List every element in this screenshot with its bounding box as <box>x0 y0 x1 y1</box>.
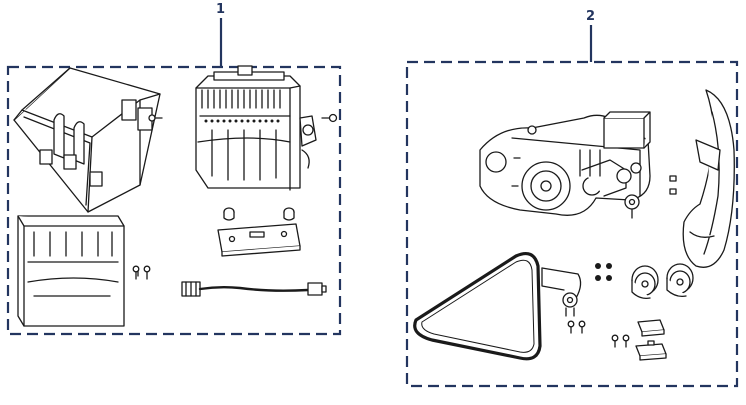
spindle-hub-1 <box>631 265 659 300</box>
callout-number-1: 1 <box>216 2 226 17</box>
callout-number-2: 2 <box>586 9 596 24</box>
shaft-knob <box>624 194 640 219</box>
cutter-housing-part <box>195 65 317 191</box>
standoff-1 <box>223 207 235 221</box>
latch-screws <box>611 334 630 348</box>
front-cover-part <box>17 215 125 327</box>
standoff-2 <box>283 207 295 221</box>
latch-lower-part <box>635 340 667 361</box>
latch-upper-part <box>637 319 665 337</box>
group-1-frame <box>6 65 342 336</box>
connector-cable-part <box>181 281 327 297</box>
group-2-frame <box>405 60 739 388</box>
mounting-plate-part <box>217 223 301 257</box>
media-tray-part <box>13 67 163 213</box>
cover-screws <box>132 265 151 280</box>
washers <box>595 263 612 281</box>
spindle-hub-2 <box>666 263 694 298</box>
drive-belt-part <box>413 252 542 361</box>
small-clips <box>669 175 677 195</box>
housing-screw <box>321 113 338 123</box>
rewind-frame-assembly <box>479 111 651 216</box>
rewind-door-part <box>682 89 735 268</box>
bracket-screws <box>567 320 586 334</box>
idler-bracket-part <box>541 267 582 317</box>
